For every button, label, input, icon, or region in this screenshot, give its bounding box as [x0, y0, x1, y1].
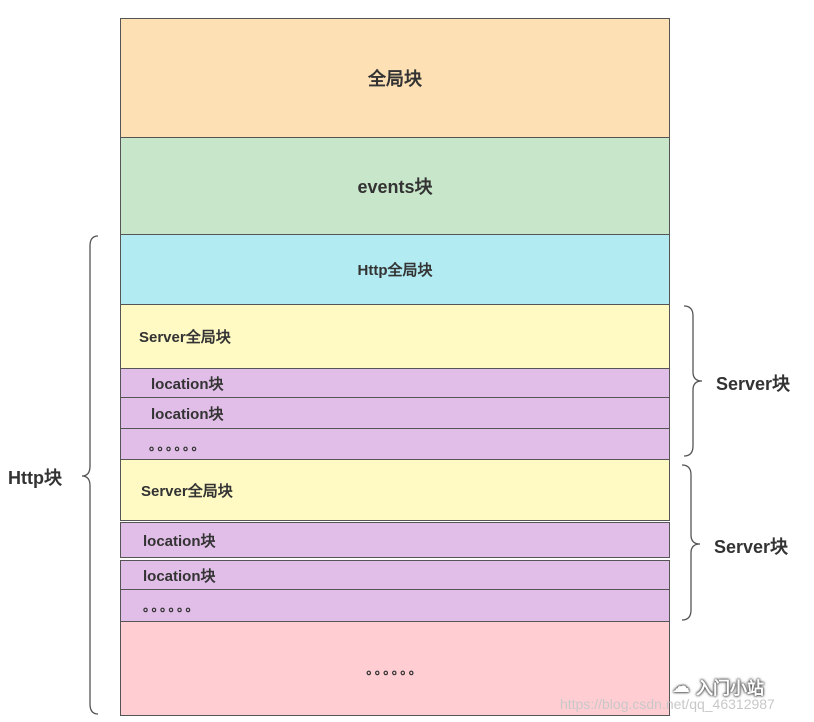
http-brace	[81, 235, 99, 715]
server1-location-1-label: location块	[151, 375, 224, 393]
brand-watermark-text: 入门小站	[696, 679, 764, 699]
brand-watermark: ☁ 入门小站	[672, 674, 764, 699]
server1-location-block-1: location块	[120, 368, 670, 398]
global-block-label: 全局块	[368, 69, 422, 89]
server2-location-2-label: location块	[143, 567, 216, 585]
global-block: 全局块	[120, 18, 670, 138]
events-block: events块	[120, 137, 670, 235]
server1-bracket-label: Server块	[716, 374, 791, 394]
server2-location-1-label: location块	[143, 532, 216, 550]
http-global-block: Http全局块	[120, 234, 670, 305]
http-remaining-block: 。。。。。。	[120, 621, 670, 716]
server1-ellipsis-block: 。。。。。。	[120, 428, 670, 460]
server1-location-block-2: location块	[120, 397, 670, 429]
events-block-label: events块	[357, 177, 433, 197]
server2-global-block-label: Server全局块	[141, 482, 233, 500]
server2-bracket-label: Server块	[714, 537, 789, 557]
server2-global-block: Server全局块	[120, 459, 670, 521]
http-ellipsis-label: 。。。。。。	[366, 662, 424, 677]
server1-location-2-label: location块	[151, 405, 224, 423]
server2-location-block-1: location块	[120, 522, 670, 558]
server1-ellipsis-label: 。。。。。。	[149, 437, 207, 453]
http-global-block-label: Http全局块	[357, 262, 433, 279]
http-bracket-label: Http块	[8, 468, 62, 488]
server1-brace	[683, 305, 703, 457]
server2-location-block-2: location块	[120, 560, 670, 590]
wechat-icon: ☁	[672, 676, 690, 697]
server2-ellipsis-label: 。。。。。。	[143, 599, 201, 614]
url-watermark: https://blog.csdn.net/qq_46312987	[560, 696, 775, 712]
server1-global-block-label: Server全局块	[139, 329, 231, 346]
server2-brace	[681, 464, 701, 621]
